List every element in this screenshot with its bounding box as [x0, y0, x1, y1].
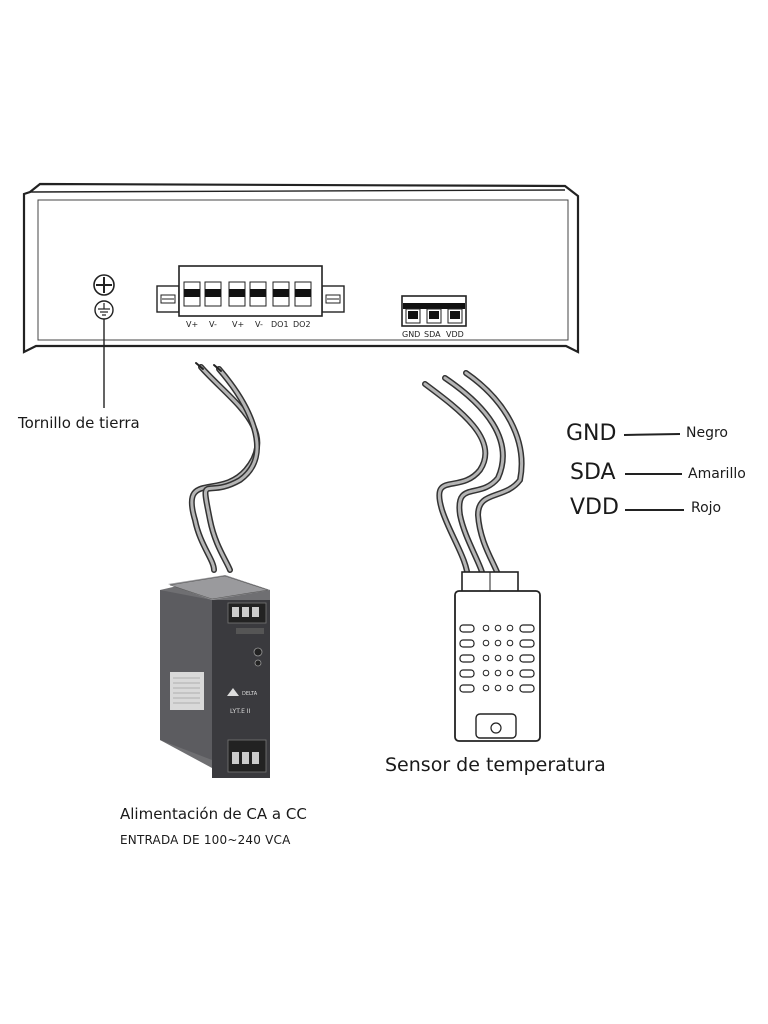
terminal-label-vplus-1: V+ — [186, 320, 198, 329]
ground-screw-icon — [93, 274, 115, 320]
power-terminal-block — [156, 265, 345, 317]
psu-brand-text: LYT.E II — [230, 708, 251, 715]
ground-screw-label: Tornillo de tierra — [18, 414, 140, 432]
sensor-terminal-block — [401, 295, 467, 327]
sensor-wires — [422, 370, 525, 583]
sensor-terminal-label-sda: SDA — [424, 330, 441, 339]
sensor-terminal-label-gnd: GND — [402, 330, 420, 339]
power-supply-subtitle: ENTRADA DE 100~240 VCA — [120, 833, 291, 847]
svg-text:DELTA: DELTA — [242, 691, 258, 697]
power-supply-icon: DELTA LYT.E II — [160, 575, 270, 778]
gnd-leader-line — [623, 433, 681, 436]
vdd-wire-color-label: Rojo — [691, 500, 722, 516]
gnd-pin-label: GND — [566, 421, 617, 446]
temperature-sensor-icon — [454, 571, 541, 742]
power-supply-title: Alimentación de CA a CC — [120, 805, 307, 823]
temperature-sensor-label: Sensor de temperatura — [385, 754, 606, 776]
terminal-label-vminus-1: V- — [209, 320, 217, 329]
vdd-pin-label: VDD — [570, 495, 619, 520]
sda-pin-label: SDA — [570, 460, 616, 485]
terminal-label-do1: DO1 — [271, 320, 289, 329]
gnd-wire-color-label: Negro — [686, 425, 728, 441]
power-wires — [188, 362, 261, 573]
sensor-terminal-label-vdd: VDD — [446, 330, 464, 339]
terminal-label-do2: DO2 — [293, 320, 311, 329]
sda-wire-color-label: Amarillo — [688, 466, 746, 482]
terminal-label-vplus-2: V+ — [232, 320, 244, 329]
terminal-label-vminus-2: V- — [255, 320, 263, 329]
